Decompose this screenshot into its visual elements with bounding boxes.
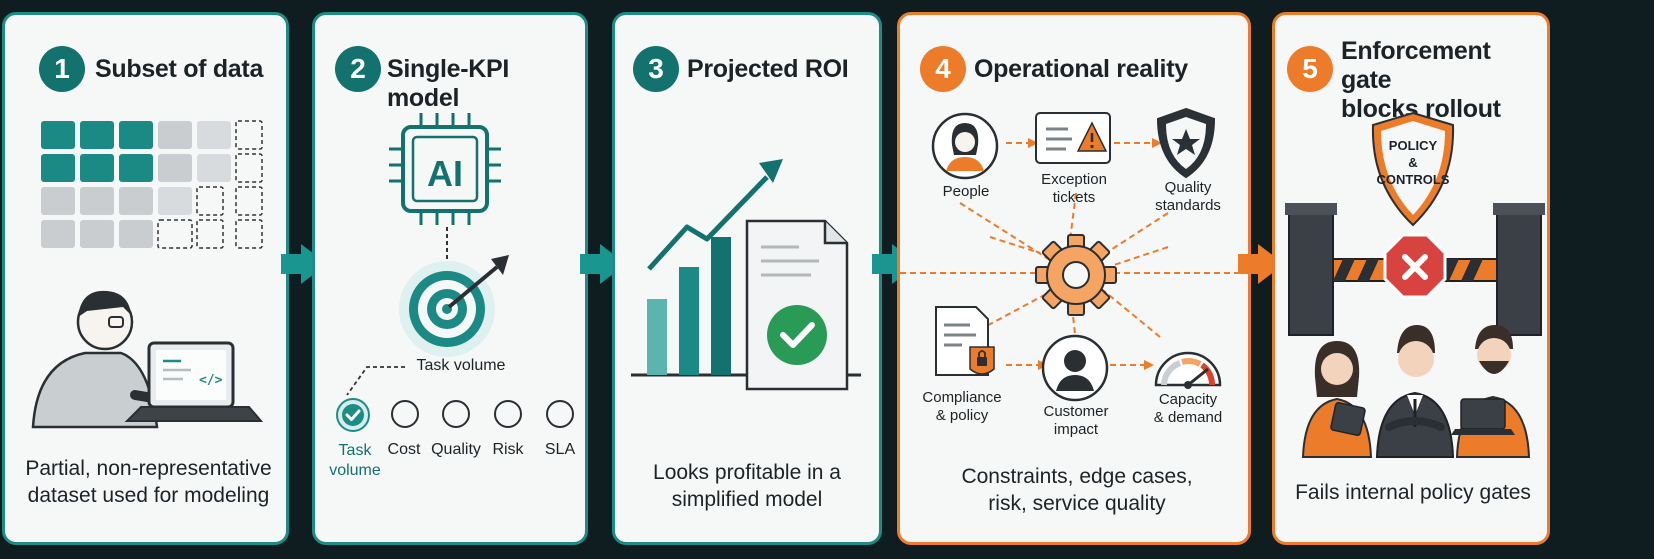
compliance-document-icon [935,306,995,376]
analyst-laptop-illustration: </> [31,290,264,429]
customer-avatar-icon [1041,334,1109,402]
kpi-label-line: volume [329,462,381,479]
node-label: People [942,183,990,200]
step-title: Subset of data [95,55,264,83]
connector-line [446,227,448,261]
kpi-option[interactable]: SLA [537,397,583,477]
node-label: Exception tickets [1026,171,1122,207]
step-5-panel: 5 Enforcement gate blocks rollout POLICY… [1272,12,1550,545]
kpi-label: Task volume [325,441,385,481]
step-2-panel: 2 Single-KPI model AI Task volume [312,12,588,545]
kpi-label: SLA [544,441,576,458]
step-title: Enforcement gate blocks rollout [1341,37,1547,124]
empty-circle-icon [494,400,522,428]
shield-text-line: CONTROLS [1376,172,1450,187]
node-label-line: Compliance [922,389,1002,406]
reviewers-illustration [1301,325,1531,458]
flow-arrow-icon [1238,244,1284,284]
person-avatar-icon [931,112,999,180]
kpi-option[interactable]: Task volume [325,397,385,497]
target-kpi-label: Task volume [416,357,506,374]
node-label: Compliance & policy [912,389,1012,425]
caption-line: Looks profitable in a [653,461,841,484]
step-caption: Fails internal policy gates [1295,481,1531,504]
target-icon [399,255,509,357]
svg-text:</>: </> [199,373,223,388]
step-number-badge: 4 [920,46,966,92]
empty-circle-icon [391,400,419,428]
node-label-line: Exception [1041,171,1107,188]
step-3-panel: 3 Projected ROI Looks profitable in a si… [612,12,882,545]
kpi-label: Quality [431,441,481,458]
caption-line: Partial, non-representative [25,457,272,480]
step-title: Projected ROI [687,55,849,83]
node-label-line: Quality [1164,179,1212,196]
node-label-line: impact [1053,421,1099,438]
shield-text-line: & [1408,155,1418,170]
policy-shield-icon [1371,111,1455,227]
connector-line [346,366,405,396]
kpi-label: Cost [387,441,421,458]
ai-chip-icon [389,113,501,225]
barrier-gate-icon [1285,203,1545,336]
check-circle-icon [336,398,370,432]
step-caption: Constraints, edge cases, risk, service q… [914,463,1240,517]
step-4-panel: 4 Operational reality [897,12,1254,545]
node-label-line: & demand [1153,409,1223,426]
ai-chip-label: AI [427,153,463,194]
flow-arrow-icon [281,244,327,284]
kpi-option[interactable]: Risk [485,397,531,477]
flow-arrow-icon [580,244,626,284]
step-1-panel: 1 Subset of data [2,12,289,545]
step-title: Single-KPI model [387,55,510,112]
node-label-line: Customer [1043,403,1109,420]
shield-star-icon [1156,107,1216,179]
step-caption: Partial, non-representative dataset used… [25,455,272,509]
caption-line: dataset used for modeling [27,484,270,507]
caption-line: simplified model [671,488,823,511]
kpi-option[interactable]: Quality [429,397,483,477]
growth-chart-icon [631,159,861,391]
gauge-icon [1154,351,1222,389]
caption-line: Constraints, edge cases, [961,465,1193,488]
node-label-line: Capacity [1158,391,1218,408]
gear-icon [1035,234,1117,316]
shield-text: POLICY & CONTROLS [1371,137,1455,188]
step-caption: Looks profitable in a simplified model [629,459,865,513]
exception-ticket-icon [1035,112,1111,164]
kpi-option[interactable]: Cost [381,397,427,477]
node-label-line: & policy [935,407,989,424]
step-number-badge: 1 [39,46,85,92]
node-label-line: tickets [1052,189,1096,206]
node-label: Customer impact [1028,403,1124,439]
node-label: Capacity & demand [1138,391,1238,427]
empty-circle-icon [546,400,574,428]
step-title: Operational reality [974,55,1188,83]
empty-circle-icon [442,400,470,428]
flow-arrow-icon [872,244,918,284]
caption-line: risk, service quality [988,492,1166,515]
step-number-badge: 3 [633,46,679,92]
kpi-label: Risk [492,441,524,458]
shield-text-line: POLICY [1388,138,1438,153]
step-number-badge: 2 [335,46,381,92]
title-line: Enforcement gate [1341,37,1491,94]
data-grid-icon [41,120,263,249]
operational-network-lines [900,138,1254,370]
node-label-line: standards [1155,197,1221,214]
node-label: Quality standards [1140,179,1236,215]
step-number-badge: 5 [1287,46,1333,92]
kpi-label-line: Task [338,442,372,459]
